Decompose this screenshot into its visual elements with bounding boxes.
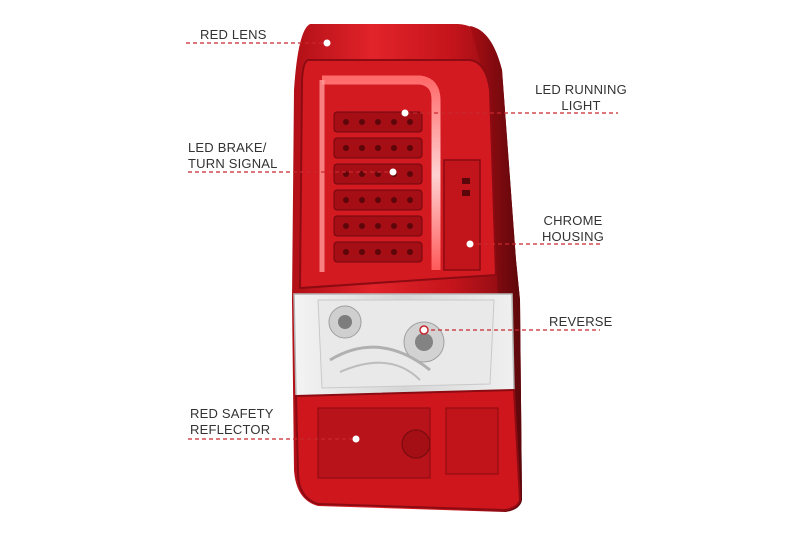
- chrome-housing-label: CHROME HOUSING: [541, 213, 605, 244]
- chrome-housing-marker: [466, 240, 474, 248]
- led-light-bar: [322, 75, 441, 270]
- led-running-light-marker: [401, 109, 409, 117]
- led-array: [333, 111, 423, 263]
- reverse-label: REVERSE: [549, 314, 613, 329]
- red-safety-reflector-label: RED SAFETY REFLECTOR: [190, 406, 274, 437]
- led-running-light-label: LED RUNNING LIGHT: [535, 82, 627, 113]
- led-brake-turn-marker: [389, 168, 397, 176]
- red-lens-marker: [323, 39, 331, 47]
- led-brake-turn-label: LED BRAKE/ TURN SIGNAL: [188, 140, 278, 171]
- red-lens-label: RED LENS: [200, 27, 267, 42]
- red-safety-reflector-marker: [352, 435, 360, 443]
- reverse-marker: [419, 325, 429, 335]
